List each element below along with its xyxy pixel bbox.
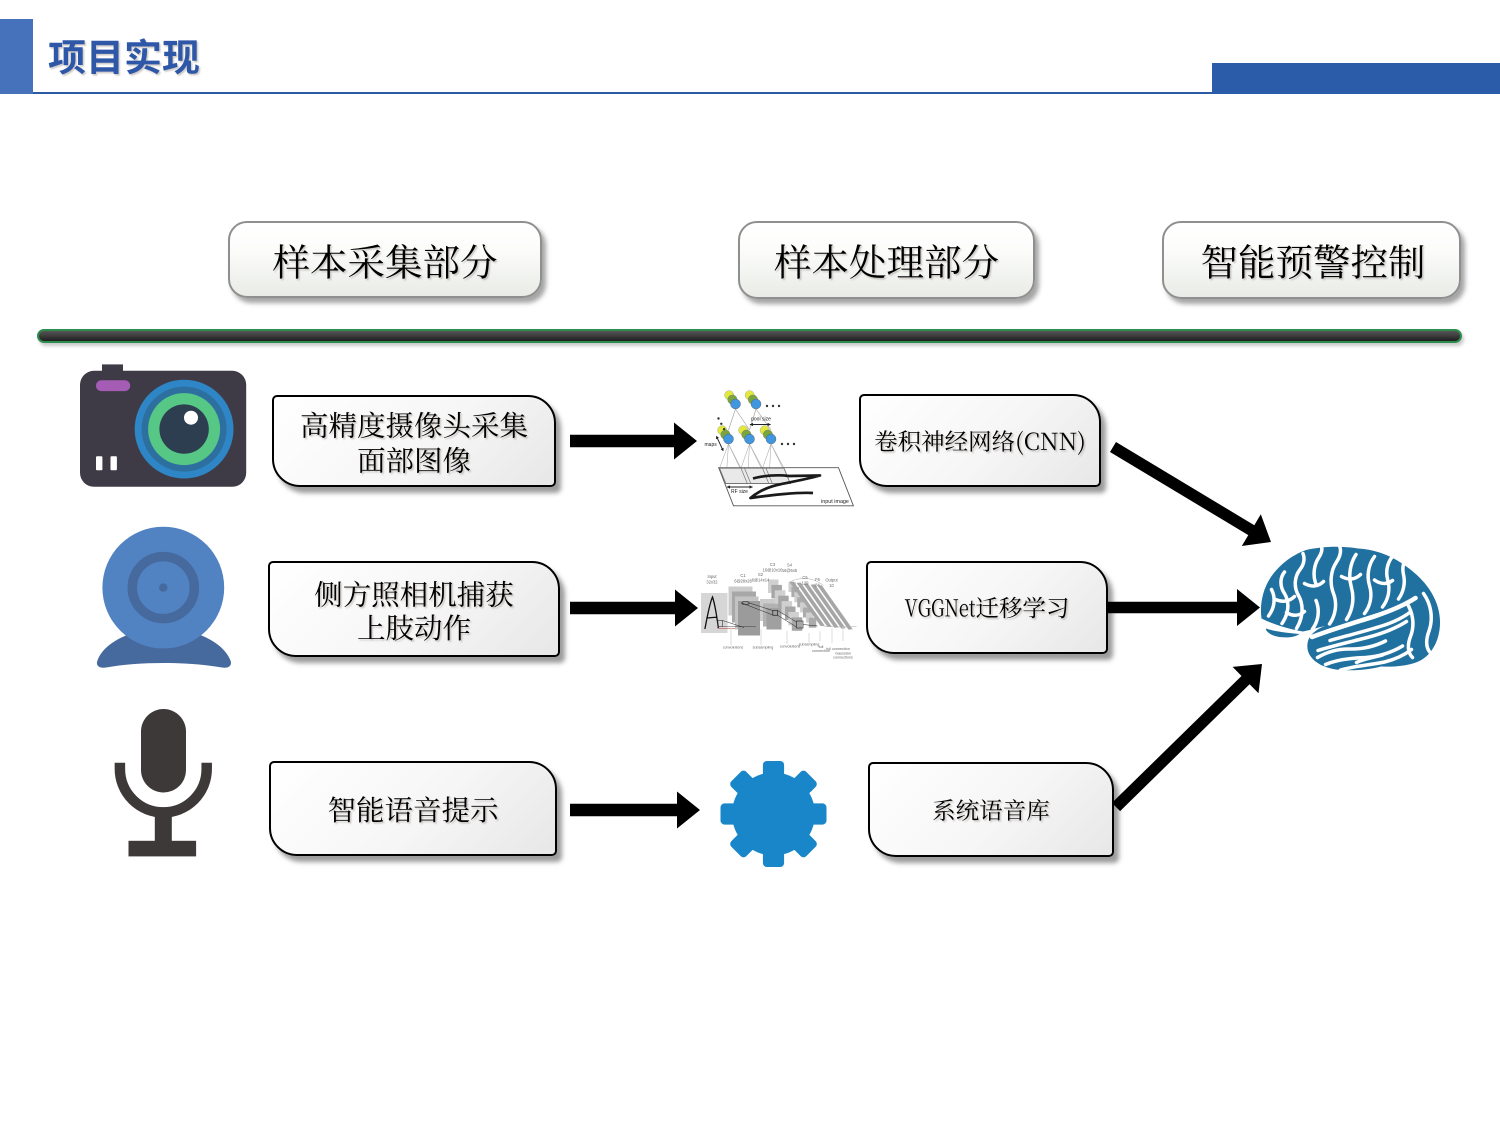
svg-text:input image: input image [821,499,849,505]
svg-text:Output: Output [825,578,838,583]
svg-text:16@5x5: 16@5x5 [782,568,798,573]
svg-text:full connection: full connection [826,647,850,651]
svg-text:C1: C1 [740,573,746,578]
svg-text:S2: S2 [758,572,764,577]
svg-text:6@28x28: 6@28x28 [734,579,752,584]
svg-text:6@14x14: 6@14x14 [752,578,770,583]
svg-text:84: 84 [815,583,820,588]
svg-text:connections: connections [833,656,853,660]
svg-text:120: 120 [802,581,810,586]
svg-text:32x32: 32x32 [706,580,718,585]
svg-text:F6: F6 [815,577,821,582]
svg-text:10: 10 [829,583,834,588]
svg-text:subsampling: subsampling [799,643,820,647]
svg-text:pool size: pool size [751,417,771,423]
svg-text:RF size: RF size [731,489,748,495]
svg-text:Input: Input [707,574,717,579]
svg-text:C5: C5 [802,575,808,580]
svg-text:S4: S4 [787,563,793,568]
svg-text:Gaussian: Gaussian [835,652,851,656]
svg-text:subsampling: subsampling [753,646,774,650]
svg-text:full: full [819,645,824,649]
svg-text:convolutions: convolutions [723,646,744,650]
svg-text:connection: connection [812,649,830,653]
svg-text:convolutions: convolutions [780,645,801,649]
svg-text:C3: C3 [770,562,776,567]
svg-text:16@10x10: 16@10x10 [763,568,784,573]
svg-text:maps: maps [705,442,718,448]
